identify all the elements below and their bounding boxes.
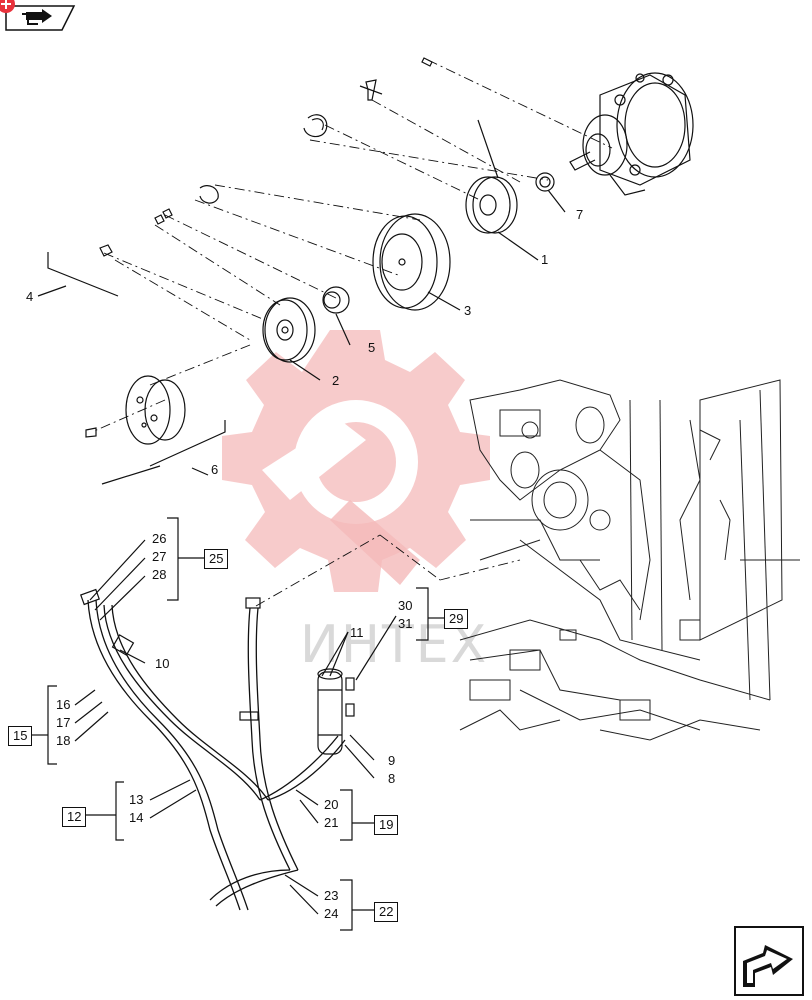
callout-30: 30	[398, 598, 413, 613]
hose-drawing	[87, 599, 346, 911]
callout-21: 21	[324, 815, 339, 830]
cover-drawing	[125, 375, 186, 445]
callout-11: 11	[350, 625, 364, 640]
callout-18: 18	[56, 733, 71, 748]
callout-8: 8	[388, 771, 396, 786]
callout-6: 6	[211, 462, 219, 477]
ref-box-22[interactable]: 22	[374, 902, 399, 922]
callout-23: 23	[324, 888, 339, 903]
callout-31: 31	[398, 616, 413, 631]
plus-badge-icon	[0, 0, 15, 13]
ref-box-19[interactable]: 19	[374, 815, 399, 835]
callout-27: 27	[152, 549, 167, 564]
callout-26: 26	[152, 531, 167, 546]
callout-2: 2	[332, 373, 340, 388]
pulley-drawing	[372, 213, 451, 311]
callout-17: 17	[56, 715, 71, 730]
callout-7: 7	[576, 207, 584, 222]
callout-13: 13	[129, 792, 144, 807]
callout-4: 4	[26, 289, 34, 304]
callout-10: 10	[155, 656, 170, 671]
callout-28: 28	[152, 567, 167, 582]
callout-14: 14	[129, 810, 144, 825]
callout-1: 1	[541, 252, 549, 267]
clutch-plate-drawing	[262, 297, 316, 363]
compressor-drawing	[569, 72, 694, 196]
callout-3: 3	[464, 303, 472, 318]
ref-box-15[interactable]: 15	[8, 726, 33, 746]
callout-24: 24	[324, 906, 339, 921]
next-page-arrow-icon[interactable]	[733, 925, 805, 997]
machine-location-drawing	[459, 379, 800, 741]
clutch-coil-drawing	[465, 119, 518, 234]
ref-box-25[interactable]: 25	[204, 549, 229, 569]
callout-16: 16	[56, 697, 71, 712]
ref-box-29[interactable]: 29	[444, 609, 469, 629]
receiver-drier-drawing	[317, 668, 355, 755]
document-arrow-icon[interactable]	[4, 4, 76, 32]
callout-20: 20	[324, 797, 339, 812]
callout-5: 5	[368, 340, 376, 355]
ref-box-12[interactable]: 12	[62, 807, 87, 827]
callout-9: 9	[388, 753, 396, 768]
